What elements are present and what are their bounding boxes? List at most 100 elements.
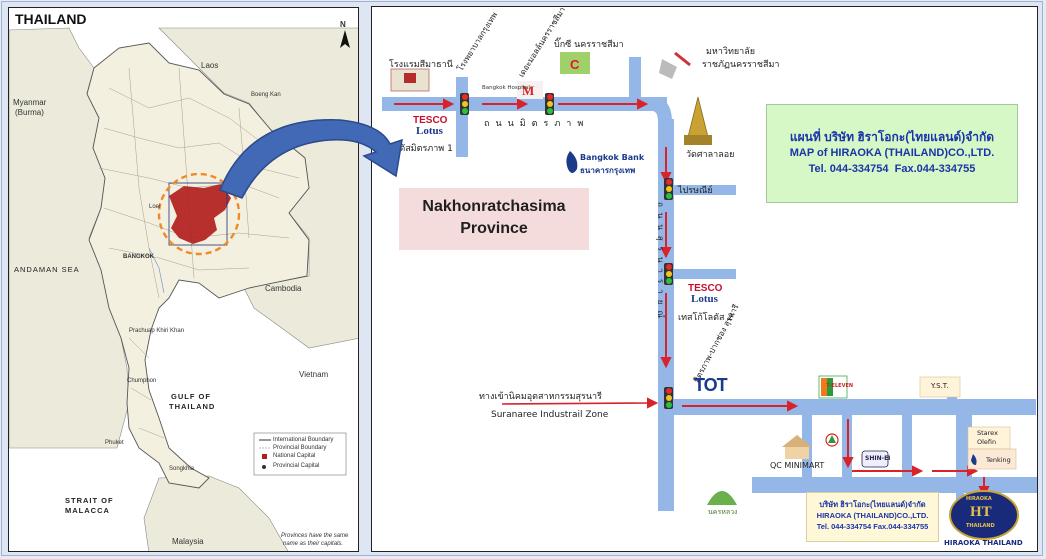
label-gulf-of: GULF OF xyxy=(171,392,211,401)
traffic-light-icon xyxy=(664,263,673,285)
label-gulf-thailand: THAILAND xyxy=(169,402,216,411)
legend-item: International Boundary xyxy=(273,437,334,443)
label-tesco-1-top: TESCO xyxy=(413,115,448,126)
label-boeng-kan: Boeng Kan xyxy=(251,92,281,98)
temple-icon xyxy=(687,96,709,138)
label-suranaree-en: Suranaree Industrail Zone xyxy=(491,410,609,420)
label-phuket: Phuket xyxy=(105,440,124,446)
shin-ei-logo xyxy=(861,450,889,468)
traffic-light-icon xyxy=(545,93,554,115)
legend-item: Provincial Capital xyxy=(273,463,320,469)
label-myanmar: Myanmar xyxy=(13,98,47,107)
info-tel: Tel. 044-334754 xyxy=(808,163,889,175)
label-hospital-en: Bangkok Hospital xyxy=(482,85,530,91)
label-qc-minimart: QC MINIMART xyxy=(770,461,825,470)
traffic-light-icon xyxy=(664,387,673,409)
traffic-light-icon xyxy=(460,93,469,115)
qc-minimart-roof xyxy=(782,435,812,447)
info-contact: Tel. 044-334754 Fax.044-334755 xyxy=(767,161,1017,177)
callout-line1: Nakhonratchasima xyxy=(422,198,566,215)
callout-line2: Province xyxy=(460,220,528,237)
label-songkhla: Songkhla xyxy=(169,466,195,472)
hiraoka-logo xyxy=(949,490,1019,540)
label-vietnam: Vietnam xyxy=(299,370,329,379)
label-temple: วัดศาลาลอย xyxy=(686,150,735,160)
company-address-box: บริษัท ฮิราโอกะ(ไทยแลนด์)จำกัด HIRAOKA (… xyxy=(806,492,939,542)
tesco-2-logo xyxy=(686,283,726,305)
yst-box xyxy=(919,376,961,398)
label-tesco-2-top: TESCO xyxy=(688,283,723,294)
university-icon xyxy=(659,59,677,79)
label-hiraoka-mark: HT xyxy=(970,504,992,520)
label-olefin: Olefin xyxy=(977,438,997,446)
label-tesco-2-th: เทสโก้โลตัส 2 xyxy=(678,313,734,323)
nakhon-ratchasima-province xyxy=(169,184,231,244)
label-university-2: ราชภัฏนครราชสีมา xyxy=(702,60,780,70)
info-thai-name: แผนที่ บริษัท ฮิราโอกะ(ไทยแลนด์)จำกัด xyxy=(789,130,995,144)
label-burma: (Burma) xyxy=(15,108,44,117)
label-shin-ei: SHIN-EI xyxy=(865,455,891,462)
addr-line3: Tel. 044-334754 Fax.044-334755 xyxy=(816,522,929,531)
label-nakhon-luang: นครหลวง xyxy=(708,508,738,516)
callout-arrow-icon xyxy=(219,119,403,199)
route-map-panel: M C โรงแรมสีมาธานี โรงพยาบาลกรุงเทพ Bang… xyxy=(371,6,1038,552)
label-yst: Y.S.T. xyxy=(931,382,949,390)
malaysia-land xyxy=(143,475,289,551)
addr-line2: HIRAOKA (THAILAND)CO.,LTD. xyxy=(816,511,929,520)
label-prachuap: Prachuap Khiri Khan xyxy=(129,328,185,334)
thailand-map-title: THAILAND xyxy=(15,11,87,27)
thailand-map-panel: THAILAND N Myanmar (Burma) Laos Boeng Ka… xyxy=(8,7,359,552)
info-fax: Fax.044-334755 xyxy=(894,163,976,175)
label-malacca: MALACCA xyxy=(65,506,110,515)
legend-item: Provincial Boundary xyxy=(273,445,327,451)
highlight-circle xyxy=(157,172,241,256)
nakhon-luang-logo xyxy=(707,491,737,505)
label-malaysia: Malaysia xyxy=(172,537,204,546)
label-sima-thani: โรงแรมสีมาธานี xyxy=(389,60,453,70)
label-suranaree-th: ทางเข้านิคมอุตสาหกรรมสุรนารี xyxy=(479,392,602,402)
label-loei: Loei xyxy=(149,204,161,210)
label-mittraphap-road: ถนนมิตรภาพ xyxy=(484,119,590,129)
label-seven-eleven: 7-ELEVEN xyxy=(826,383,854,389)
legend-item: National Capital xyxy=(273,453,316,459)
river xyxy=(148,247,165,294)
province-callout: Nakhonratchasima Province xyxy=(399,188,589,250)
label-bigc: บิ๊กซี นครราชสีมา xyxy=(554,40,624,50)
label-post-office: ไปรษณีย์ xyxy=(678,186,713,196)
traffic-light-icon xyxy=(664,178,673,200)
svg-text:C: C xyxy=(570,57,580,72)
label-hiraoka-top: HIRAOKA xyxy=(966,496,992,502)
label-tenking: Tenking xyxy=(986,456,1011,464)
label-tesco-1-th: โลตัสมิตรภาพ 1 xyxy=(389,144,453,154)
label-hiraoka-caption: HIRAOKA THAILAND xyxy=(944,539,1023,547)
label-bangkok-bank-th: ธนาคารกรุงเทพ xyxy=(580,166,636,175)
label-andaman-sea: ANDAMAN SEA xyxy=(14,265,80,274)
tesco-1-logo xyxy=(412,115,452,137)
route-map-svg: M C xyxy=(382,51,1037,540)
bangkok-bank-icon xyxy=(566,151,578,173)
label-cambodia: Cambodia xyxy=(265,284,302,293)
label-tot: TOT xyxy=(694,375,728,395)
footnote-line2: name as their capitals. xyxy=(283,541,344,547)
north-label: N xyxy=(340,20,346,29)
label-vertical-road: ถนนสุรนารายณ์ xyxy=(656,202,665,324)
tenking-box xyxy=(967,448,1017,470)
label-laos: Laos xyxy=(201,61,219,70)
info-eng-name: MAP of HIRAOKA (THAILAND)CO.,LTD. xyxy=(789,147,995,159)
mall-logo xyxy=(517,81,543,99)
label-starex: Starex xyxy=(977,429,998,437)
addr-line1: บริษัท ฮิราโอกะ(ไทยแลนด์)จำกัด xyxy=(819,500,926,509)
laos-cambodia-land xyxy=(158,27,358,349)
label-strait-of: STRAIT OF xyxy=(65,496,114,505)
north-arrow-icon xyxy=(340,30,350,48)
label-chumphon: Chumphon xyxy=(127,378,157,384)
footnote-line1: Provinces have the same xyxy=(281,533,349,539)
bigc-logo xyxy=(560,52,590,74)
label-university-1: มหาวิทยาลัย xyxy=(706,47,756,57)
label-bangkok: BANGKOK xyxy=(123,254,154,260)
label-tesco-2-bot: Lotus xyxy=(691,293,718,305)
province-box xyxy=(168,182,228,246)
label-hiraoka-sub: THAILAND xyxy=(966,523,995,529)
company-info-box: แผนที่ บริษัท ฮิราโอกะ(ไทยแลนด์)จำกัด MA… xyxy=(766,104,1018,203)
label-bangkok-bank-en: Bangkok Bank xyxy=(580,153,645,162)
